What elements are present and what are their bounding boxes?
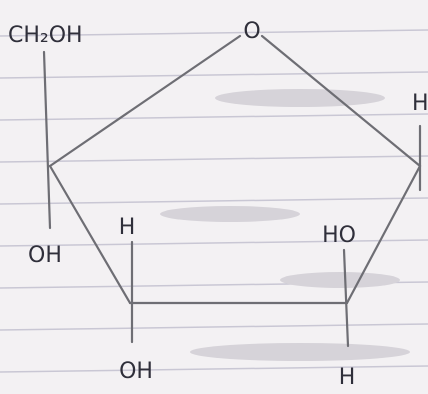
c1-substituent-label: CH₂OH	[8, 23, 83, 48]
ring-bond-c2-c1	[48, 164, 132, 305]
c2-hydroxyl-label: OH	[119, 359, 153, 384]
ring-oxygen-label: O	[243, 19, 260, 44]
ring-bond-c1-oxygen	[48, 34, 242, 168]
c1-hydroxyl-label: OH	[28, 243, 62, 268]
c3-hydrogen-label: H	[339, 365, 356, 390]
c4-hydrogen-label: H	[412, 91, 428, 116]
c1-vertical-bond	[42, 50, 52, 230]
c3-vertical-bond	[342, 248, 350, 348]
ring-bond-oxygen-c4	[260, 34, 422, 168]
c2-hydrogen-label: H	[119, 215, 136, 240]
ring-bond-c4-c3	[345, 164, 422, 305]
c3-hydroxyl-label: HO	[322, 223, 356, 248]
